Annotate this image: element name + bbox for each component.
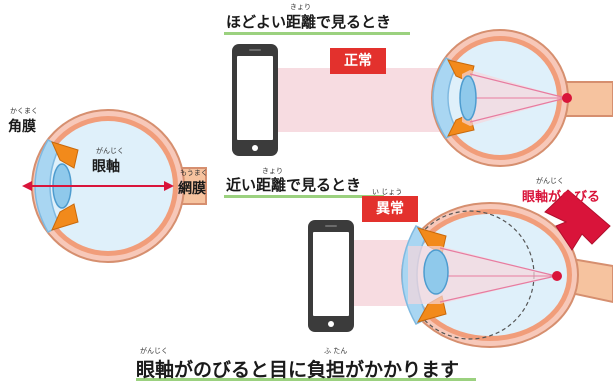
cornea-label: 角膜 — [8, 119, 36, 135]
bottom-caption: 眼軸がのびると目に負担がかかります — [136, 359, 460, 381]
caption-ruby-2: ふ たん — [324, 347, 348, 355]
top-normal-scene — [232, 29, 613, 167]
elongate-ruby: がんじく — [536, 177, 564, 185]
caption-underline — [136, 378, 476, 381]
left-eye — [22, 109, 207, 263]
retina-ruby: もうまく — [180, 169, 208, 177]
abnormal-ruby: い じょう — [372, 188, 403, 196]
retina-label: 網膜 — [178, 181, 206, 197]
axial-label: 眼軸 — [92, 159, 120, 175]
abnormal-badge: 異常 — [362, 196, 418, 222]
axial-elongates-label: 眼軸がのびる — [522, 190, 601, 205]
cornea-ruby: かくまく — [10, 107, 38, 115]
caption-ruby-1: がんじく — [140, 347, 168, 355]
moderate-distance-title: ほどよい距離で見るとき — [226, 13, 392, 31]
arrowhead-right — [164, 181, 174, 191]
smartphone-icon — [308, 220, 354, 332]
ciliary-muscle-upper — [51, 141, 79, 169]
title-underline-top — [224, 32, 410, 35]
axial-ruby: がんじく — [96, 147, 124, 155]
title-underline-mid — [224, 195, 384, 198]
smartphone-icon — [232, 44, 278, 156]
normal-badge: 正常 — [330, 48, 386, 74]
lens-bottom — [423, 249, 449, 295]
near-ruby: きょり — [262, 167, 283, 175]
light-beam-bottom — [346, 240, 408, 306]
near-distance-title: 近い距離で見るとき — [226, 176, 362, 194]
focal-point-bottom — [552, 271, 562, 281]
ciliary-muscle-lower — [51, 203, 79, 231]
arrow-right-icon — [544, 189, 611, 251]
light-beam-top — [276, 68, 462, 132]
arrowhead-left — [22, 181, 32, 191]
focal-point-top — [562, 93, 572, 103]
lens-top — [459, 75, 477, 121]
moderate-ruby: きょり — [290, 3, 311, 11]
bottom-abnormal-scene — [308, 189, 613, 348]
